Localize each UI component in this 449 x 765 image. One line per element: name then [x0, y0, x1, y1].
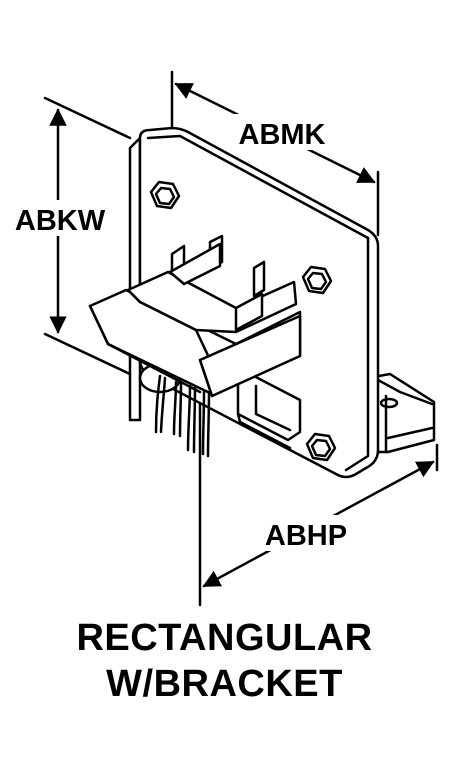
- abmk-label: ABMK: [239, 119, 326, 151]
- hex-bolt-icon: [305, 432, 337, 462]
- fin-upright-right: [234, 292, 264, 332]
- clip-ledge: [236, 412, 292, 450]
- caption-line-2: W/BRACKET: [106, 663, 343, 705]
- bracket-foot-lower: [386, 426, 434, 440]
- bracket-foot-top: [376, 378, 434, 406]
- fin-channel-lip: [88, 304, 110, 346]
- extension-line-abkw-top: [43, 96, 132, 140]
- plate-right-edge: [344, 236, 370, 472]
- dimension-abkw: ABKW: [6, 96, 132, 376]
- fin-channel-inner-ridge: [138, 300, 214, 366]
- abhp-label: ABHP: [265, 520, 347, 552]
- terminal-pin-icon: [192, 385, 197, 454]
- bracket-slot: [379, 397, 399, 409]
- fin-upright-left: [168, 242, 222, 286]
- abkw-label: ABKW: [15, 205, 106, 237]
- terminal-pin-icon: [201, 390, 206, 456]
- caption-line-1: RECTANGULAR: [76, 617, 373, 659]
- plate-side: [128, 136, 142, 422]
- extension-line-abkw-bottom: [43, 332, 132, 376]
- fin-rear-3: [252, 260, 266, 298]
- terminal-pin-icon: [172, 380, 178, 436]
- fin-front-crease: [198, 358, 214, 398]
- heatsink-fins: [88, 234, 302, 398]
- dimension-abmk: ABMK: [170, 70, 380, 237]
- hex-bolt-icon: [149, 180, 181, 210]
- dimension-abhp: ABHP: [198, 398, 439, 607]
- plate-face-edge: [146, 134, 370, 240]
- terminal-pin-icon: [206, 391, 211, 458]
- terminal-pins: [154, 374, 211, 458]
- terminal-pin-icon: [159, 376, 167, 434]
- terminal-pin-icon: [154, 374, 162, 434]
- terminal-pin-icon: [178, 381, 183, 438]
- fin-channel-bottom: [106, 342, 202, 394]
- hex-bolt-icon: [301, 265, 333, 295]
- fin-channel-inner-front: [126, 288, 142, 304]
- terminal-pin-icon: [186, 384, 192, 452]
- clip-fold: [254, 384, 292, 432]
